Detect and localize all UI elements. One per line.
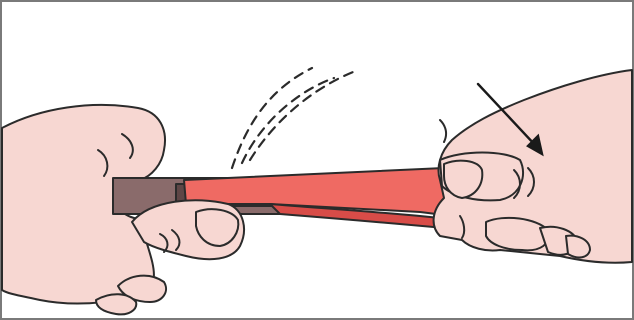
illustration-canvas <box>0 0 634 320</box>
illustration-frame <box>0 0 634 320</box>
